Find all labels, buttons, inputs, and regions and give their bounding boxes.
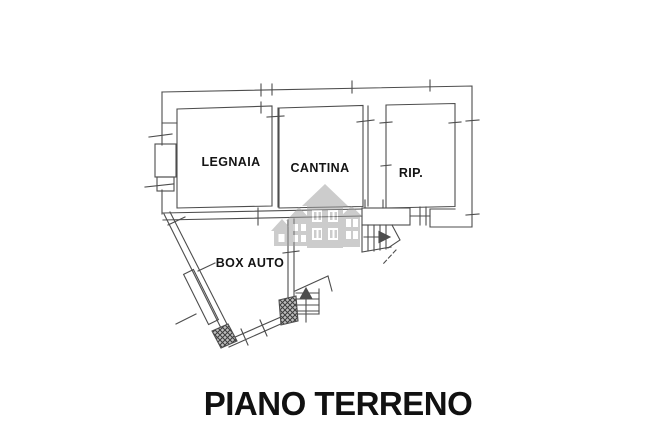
room-legnaia-walls (176, 105, 279, 209)
pillar-hatched-2 (278, 295, 299, 326)
room-rip-walls (385, 102, 456, 209)
room-label-box-auto: BOX AUTO (215, 256, 285, 270)
room-cantina-walls (278, 104, 369, 209)
measurement-ticks (257, 79, 480, 226)
arrow-right-icon (378, 230, 392, 244)
window-symbol-right (409, 206, 431, 226)
arrow-up-icon (299, 286, 313, 299)
pillar-hatched-1 (211, 323, 238, 349)
room-label-rip: RIP. (398, 166, 424, 180)
garage-door-symbol (175, 262, 220, 326)
stairs-small (294, 275, 333, 323)
buildings-logo-watermark (271, 184, 362, 248)
window-symbol-left (144, 133, 177, 192)
room-label-legnaia: LEGNAIA (201, 155, 261, 169)
plan-title: PIANO TERRENO (203, 385, 473, 422)
room-label-cantina: CANTINA (290, 161, 350, 175)
stairs-main (361, 224, 401, 265)
